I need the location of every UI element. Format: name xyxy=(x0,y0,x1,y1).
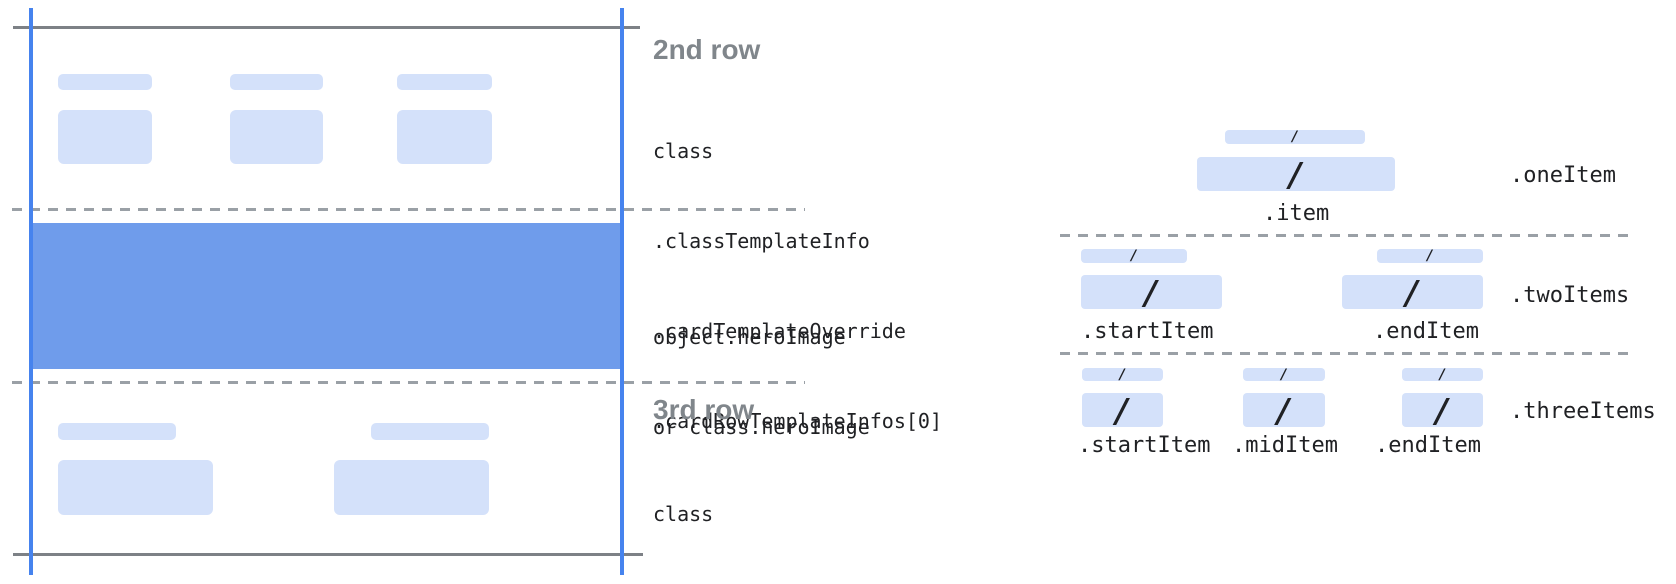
hero-image-band xyxy=(31,223,622,369)
row2-col1-value-placeholder xyxy=(58,110,152,164)
two-items-start-label-placeholder: / xyxy=(1081,249,1187,263)
three-items-start-value-placeholder: / xyxy=(1082,393,1163,427)
one-item-label-placeholder: / xyxy=(1225,130,1365,144)
three-items-row-label: .threeItems xyxy=(1510,399,1656,424)
slash-icon: / xyxy=(1279,366,1289,383)
slash-icon: / xyxy=(1402,272,1423,312)
slash-icon: / xyxy=(1141,272,1162,312)
hero-image-code-path: object.heroImage or class.heroImage xyxy=(653,262,870,502)
three-items-start-item-label: .startItem xyxy=(1078,433,1211,458)
left-margin-guide-line xyxy=(29,8,33,575)
slash-icon: / xyxy=(1290,129,1300,145)
slash-icon: / xyxy=(1112,390,1133,430)
slash-icon: / xyxy=(1432,390,1453,430)
code-line: object.heroImage xyxy=(653,325,846,349)
row2-col1-label-placeholder xyxy=(58,74,152,90)
code-line: or class.heroImage xyxy=(653,415,870,439)
row3-left-value-placeholder xyxy=(58,460,213,515)
template-divider-dashed-lower xyxy=(1060,352,1633,355)
one-item-value-placeholder: / xyxy=(1197,157,1395,191)
row2-heading: 2nd row xyxy=(653,34,761,65)
two-items-end-value-placeholder: / xyxy=(1342,275,1483,309)
code-line: .classTemplateInfo xyxy=(653,229,870,253)
slash-icon: / xyxy=(1129,248,1139,264)
two-items-start-value-placeholder: / xyxy=(1081,275,1222,309)
slash-icon: / xyxy=(1425,248,1435,264)
code-line: .cardTemplateOverride xyxy=(653,319,906,343)
three-items-end-item-label: .endItem xyxy=(1375,433,1481,458)
row2-col3-label-placeholder xyxy=(397,74,492,90)
slash-icon: / xyxy=(1286,154,1306,194)
code-line: .cardRowTemplateInfos[0] xyxy=(653,409,942,433)
row2-col2-value-placeholder xyxy=(230,110,323,164)
three-items-mid-label-placeholder: / xyxy=(1243,366,1325,383)
one-item-item-label: .item xyxy=(1263,201,1330,226)
code-line: class xyxy=(653,139,714,163)
two-items-start-item-label: .startItem xyxy=(1081,319,1214,344)
one-item-row-label: .oneItem xyxy=(1510,163,1616,188)
row-divider-dashed-upper xyxy=(12,208,805,211)
row3-code-path: class .classTemplateInfo .cardTemplateOv… xyxy=(653,439,942,584)
code-line: class xyxy=(653,502,714,526)
three-items-end-value-placeholder: / xyxy=(1402,393,1483,427)
row3-right-label-placeholder xyxy=(371,423,489,440)
row2-col2-label-placeholder xyxy=(230,74,323,90)
three-items-mid-item-label: .midItem xyxy=(1232,433,1338,458)
row2-code-path: class .classTemplateInfo .cardTemplateOv… xyxy=(653,76,942,496)
row3-heading: 3rd row xyxy=(653,394,755,425)
three-items-end-label-placeholder: / xyxy=(1402,366,1483,383)
three-items-start-label-placeholder: / xyxy=(1082,366,1163,383)
slash-icon: / xyxy=(1274,390,1294,430)
template-divider-dashed-upper xyxy=(1060,234,1633,237)
card-top-border-line xyxy=(13,26,640,29)
three-items-mid-value-placeholder: / xyxy=(1243,393,1325,427)
card-bottom-border-line xyxy=(13,553,643,556)
row2-col3-value-placeholder xyxy=(397,110,492,164)
row3-right-value-placeholder xyxy=(334,460,489,515)
slash-icon: / xyxy=(1438,366,1447,383)
two-items-end-item-label: .endItem xyxy=(1373,319,1479,344)
two-items-end-label-placeholder: / xyxy=(1377,249,1483,263)
row-divider-dashed-lower xyxy=(12,381,805,384)
row3-left-label-placeholder xyxy=(58,423,176,440)
right-margin-guide-line xyxy=(620,8,624,575)
slash-icon: / xyxy=(1118,366,1127,383)
two-items-row-label: .twoItems xyxy=(1510,283,1630,308)
